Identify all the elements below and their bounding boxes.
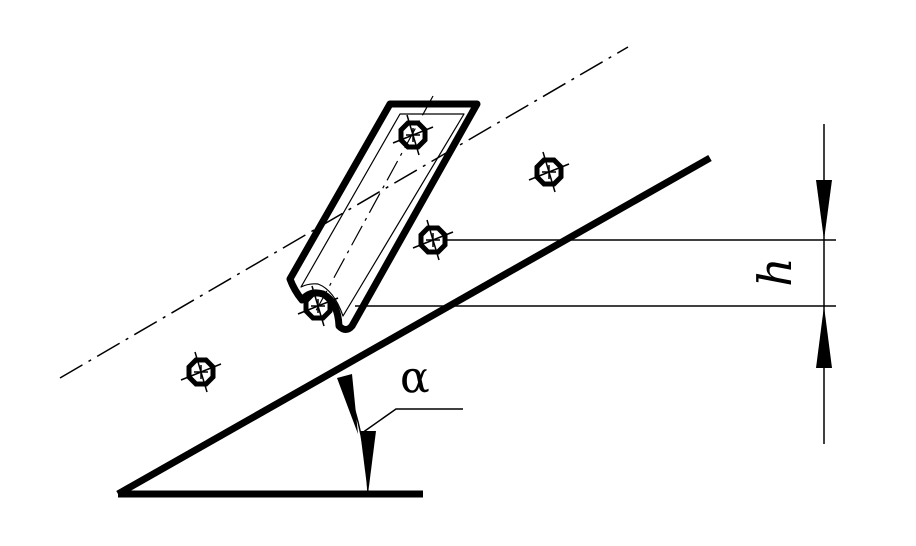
inclined-plane-line: [116, 154, 712, 498]
angle-leader-line: [361, 408, 463, 434]
angle-arrow-top: [337, 374, 358, 434]
chute-inner-edge: [300, 113, 465, 317]
height-arrow-bottom: [816, 306, 832, 368]
height-label: h: [748, 257, 802, 287]
roller-right: [529, 152, 569, 192]
angle-arrow-bottom: [360, 431, 376, 494]
roller-bracket-top: [393, 115, 433, 155]
angle-label: α: [400, 352, 430, 403]
roller-left: [181, 352, 221, 392]
roller-middle: [413, 220, 453, 260]
height-arrow-top: [816, 180, 832, 240]
center-axis-line: [59, 46, 629, 379]
roller-bracket-bottom: [298, 286, 338, 326]
